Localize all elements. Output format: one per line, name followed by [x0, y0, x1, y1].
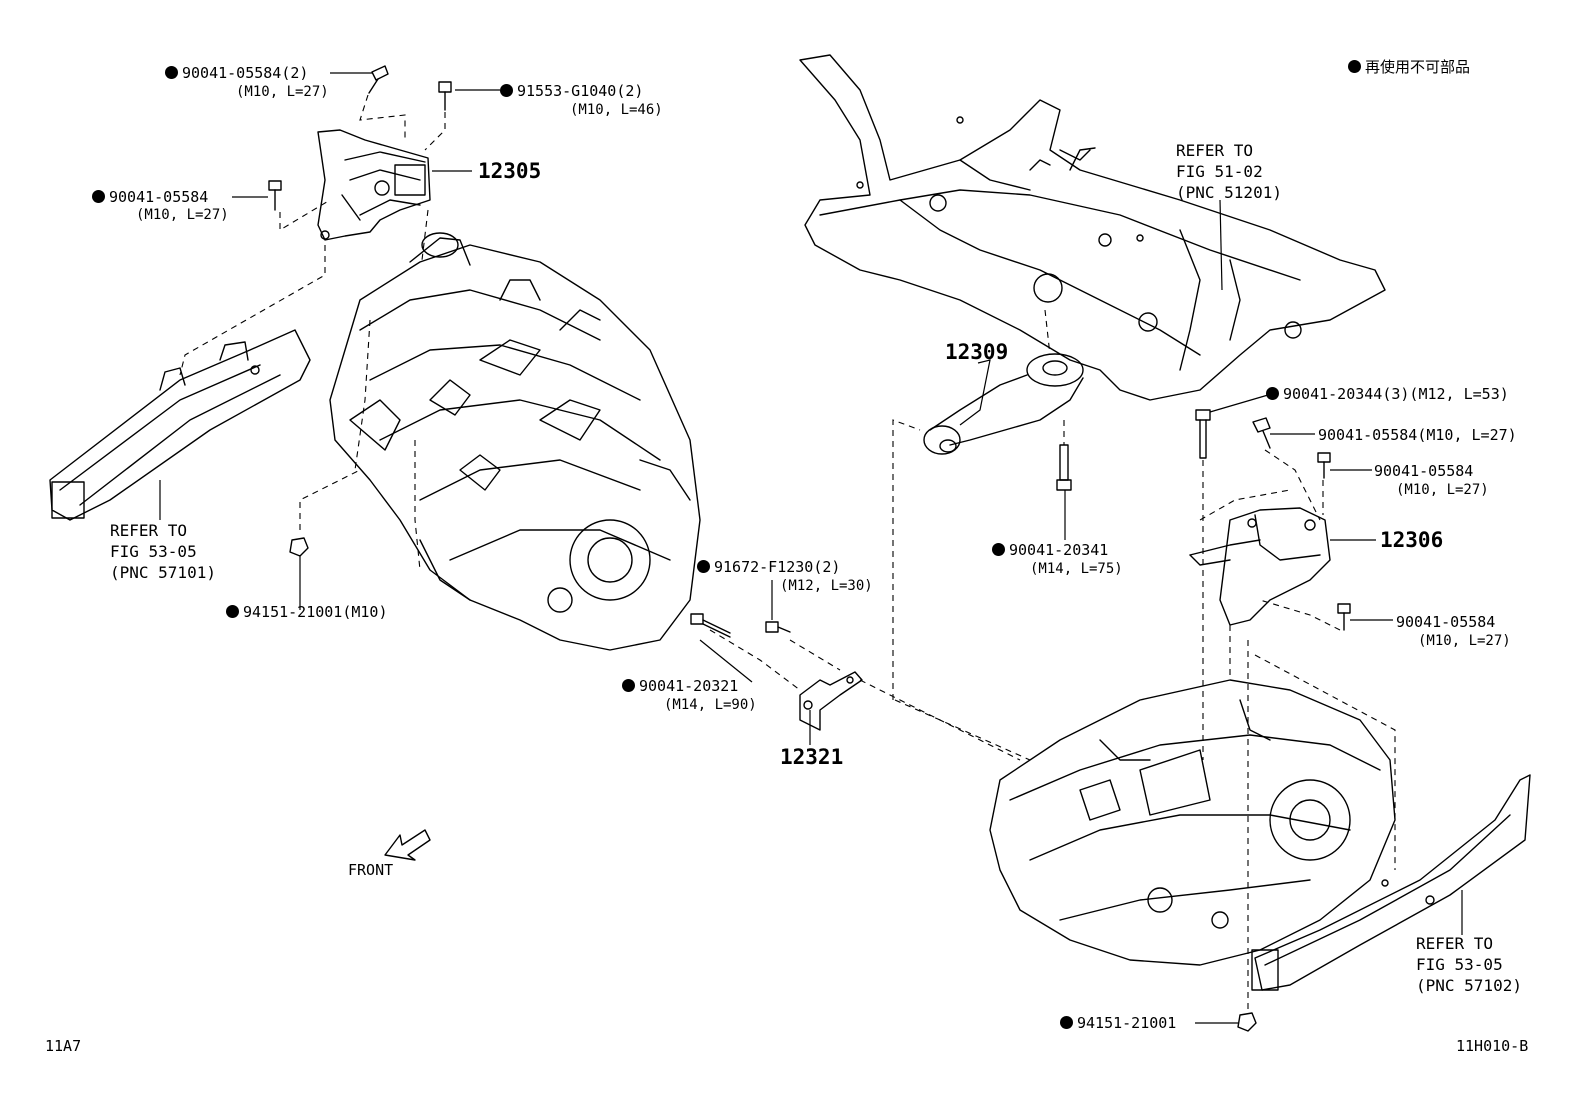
reference-block-crossmember: REFER TO FIG 51-02 (PNC 51201)	[1176, 141, 1282, 202]
fastener-label-3: 90041-05584	[92, 188, 208, 206]
bolt-90041-05584-b	[268, 180, 282, 211]
bolt-90041-20344	[1195, 409, 1211, 459]
fastener-spec-2: (M10, L=46)	[570, 102, 663, 118]
corner-code-left: 11A7	[45, 1037, 82, 1055]
front-label: FRONT	[348, 861, 394, 879]
bolt-91672-F1230	[765, 621, 791, 633]
fastener-label-8: 90041-20344(3)(M12, L=53)	[1266, 385, 1509, 403]
fastener-label-6: 90041-20321	[622, 677, 738, 695]
fastener-label-7: 90041-20341	[992, 541, 1108, 559]
rear-mount-12309	[923, 353, 1084, 455]
fastener-label-9: 90041-05584(M10, L=27)	[1318, 426, 1517, 444]
nut-94151-21001-left	[289, 537, 309, 557]
engine-mount-12305	[317, 129, 431, 241]
non-reusable-marker-icon	[92, 190, 105, 203]
non-reusable-marker-icon	[500, 84, 513, 97]
fastener-spec-5: (M12, L=30)	[780, 578, 873, 594]
part-label-12306: 12306	[1380, 528, 1444, 552]
transmission-assembly	[989, 679, 1396, 966]
front-crossmember	[799, 54, 1386, 401]
bolt-90041-05584-a	[368, 65, 389, 94]
bolt-90041-05584-c	[1252, 417, 1271, 449]
non-reusable-marker-icon	[622, 679, 635, 692]
legend-text: 再使用不可部品	[1365, 58, 1471, 76]
fastener-spec-10: (M10, L=27)	[1396, 482, 1489, 498]
bolt-90041-20341	[1056, 444, 1072, 491]
nut-94151-21001-right	[1237, 1012, 1257, 1032]
corner-code-right: 11H010-B	[1456, 1037, 1529, 1055]
leader-lines	[159, 72, 1463, 1024]
reference-block-right-member: REFER TO FIG 53-05 (PNC 57102)	[1416, 934, 1522, 995]
assembly-guide-lines	[179, 94, 1396, 1010]
fastener-label-5: 91672-F1230(2)	[697, 558, 840, 576]
reference-block-left-member: REFER TO FIG 53-05 (PNC 57101)	[110, 521, 216, 582]
non-reusable-marker-icon	[1348, 60, 1361, 73]
non-reusable-marker-icon	[992, 543, 1005, 556]
non-reusable-marker-icon	[226, 605, 239, 618]
fastener-label-1: 90041-05584(2)	[165, 64, 308, 82]
transmission-mount-12306	[1189, 507, 1331, 626]
fastener-label-10: 90041-05584	[1374, 462, 1474, 480]
fastener-spec-1: (M10, L=27)	[236, 84, 329, 100]
part-label-12309: 12309	[945, 340, 1009, 364]
engine-assembly	[329, 232, 701, 651]
part-label-12321: 12321	[780, 745, 844, 769]
bolt-90041-05584-e	[1337, 603, 1351, 631]
fastener-spec-11: (M10, L=27)	[1418, 633, 1511, 649]
part-label-12305: 12305	[478, 159, 542, 183]
fastener-label-4: 94151-21001(M10)	[226, 603, 388, 621]
fastener-label-11: 90041-05584	[1396, 613, 1496, 631]
bolt-90041-20321	[690, 613, 731, 638]
fastener-spec-3: (M10, L=27)	[136, 207, 229, 223]
side-member-right	[1251, 774, 1531, 991]
bolt-91553-G1040	[438, 81, 452, 111]
fastener-spec-7: (M14, L=75)	[1030, 561, 1123, 577]
legend: 再使用不可部品	[1348, 56, 1470, 77]
fastener-label-12: 94151-21001	[1060, 1014, 1176, 1032]
side-member-left	[49, 329, 311, 521]
non-reusable-marker-icon	[1060, 1016, 1073, 1029]
front-arrow-icon	[384, 829, 431, 861]
non-reusable-marker-icon	[165, 66, 178, 79]
non-reusable-marker-icon	[1266, 387, 1279, 400]
fastener-spec-6: (M14, L=90)	[664, 697, 757, 713]
non-reusable-marker-icon	[697, 560, 710, 573]
bracket-12321	[799, 671, 863, 731]
bolt-90041-05584-d	[1317, 452, 1331, 479]
fastener-label-2: 91553-G1040(2)	[500, 82, 643, 100]
